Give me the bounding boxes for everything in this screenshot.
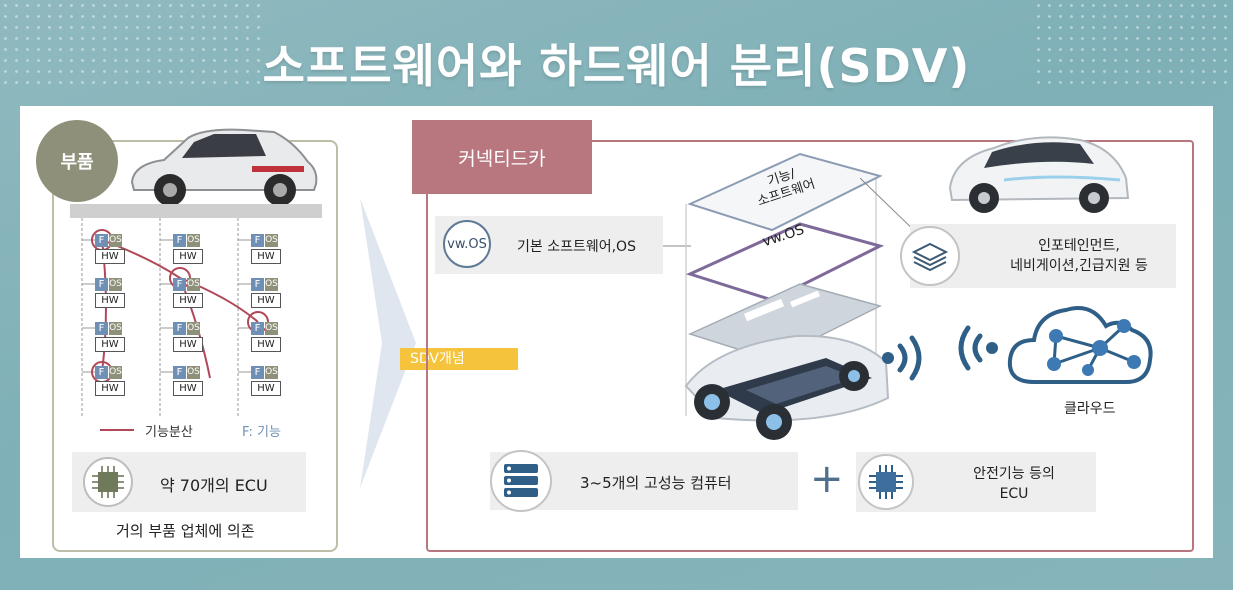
ecu-function-tag: F [173,234,186,247]
ecu-hw-tag: HW [251,293,281,308]
ecu-os-tag: OS [187,366,200,379]
ecu-hw-tag: HW [95,337,125,352]
ecu-hw-tag: HW [251,249,281,264]
ecu-count-box: 약 70개의 ECU [72,452,306,512]
layers-icon [900,226,960,286]
server-icon [490,450,552,512]
ecu-os-tag: OS [109,278,122,291]
wireless-signal-icon-2 [958,325,998,371]
ecu-hw-tag: HW [173,381,203,396]
ecu-function-tag: F [173,366,186,379]
connected-car-label: 커넥티드카 [412,120,592,194]
ecu-hw-tag: HW [95,381,125,396]
ecu-function-tag: F [95,234,108,247]
legend-distribution: 기능분산 [145,425,193,440]
chevron-right-icon [360,198,416,488]
ecu-os-tag: OS [265,278,278,291]
ecu-function-tag: F [95,322,108,335]
parts-badge: 부품 [36,120,118,202]
layer-stack-illustration [685,152,885,416]
infotainment-line1: 인포테인먼트, [1038,238,1120,254]
ecu-function-tag: F [251,322,264,335]
sdv-concept-tag: SDV개념 [400,348,518,370]
ecu-function-tag: F [251,234,264,247]
chip-icon [83,457,133,507]
parts-footer: 거의 부품 업체에 의존 [116,522,255,540]
ecu-function-tag: F [173,322,186,335]
legend-distribution-line [100,429,134,431]
ecu-function-tag: F [95,366,108,379]
plus-icon: + [810,456,844,502]
ecu-os-tag: OS [109,322,122,335]
ecu-os-tag: OS [187,278,200,291]
ecu-os-tag: OS [187,322,200,335]
sdv-box [426,140,1194,552]
ecu-hw-tag: HW [173,249,203,264]
ecu-hw-tag: HW [95,249,125,264]
ecu-function-tag: F [251,366,264,379]
computer-box: 3~5개의 고성능 컴퓨터 [490,450,798,512]
ecu-count-label: 약 70개의 ECU [160,476,268,495]
ecu-hw-tag: HW [173,337,203,352]
computer-label: 3~5개의 고성능 컴퓨터 [580,474,732,492]
ecu-hw-tag: HW [251,381,281,396]
ecu-os-tag: OS [265,322,278,335]
infotainment-line2: 네비게이션,긴급지원 등 [1010,258,1148,274]
page-title: 소프트웨어와 하드웨어 분리(SDV) [262,39,971,93]
safety-ecu-line2: ECU [999,486,1029,502]
vwos-icon: vw.OS [443,220,491,268]
decor-dots-right [1033,0,1233,90]
infotainment-box: 인포테인먼트, 네비게이션,긴급지원 등 [900,224,1176,288]
decor-dots-left [0,0,260,90]
ecu-hw-tag: HW [173,293,203,308]
ecu-os-tag: OS [265,366,278,379]
ecu-function-tag: F [173,278,186,291]
os-label: 기본 소프트웨어,OS [517,239,636,255]
legend-function: F: 기능 [242,425,281,440]
chip-icon-blue [858,454,914,510]
ecu-function-tag: F [95,278,108,291]
ecu-os-tag: OS [265,234,278,247]
concept-car-image [948,136,1130,213]
ecu-os-tag: OS [187,234,200,247]
vehicle-bus-bar [70,204,322,218]
ecu-os-tag: OS [109,366,122,379]
os-box: vw.OS 기본 소프트웨어,OS [435,216,663,274]
safety-ecu-box: 안전기능 등의 ECU [856,452,1096,512]
safety-ecu-line1: 안전기능 등의 [973,466,1055,482]
cloud-network-icon [1007,306,1153,384]
ecu-function-tag: F [251,278,264,291]
ecu-os-tag: OS [109,234,122,247]
cloud-label: 클라우드 [1064,401,1116,417]
wireless-signal-icon [882,335,922,381]
hatchback-car-image [130,128,318,206]
ecu-hw-tag: HW [251,337,281,352]
ev-chassis-image [684,334,890,440]
ecu-hw-tag: HW [95,293,125,308]
